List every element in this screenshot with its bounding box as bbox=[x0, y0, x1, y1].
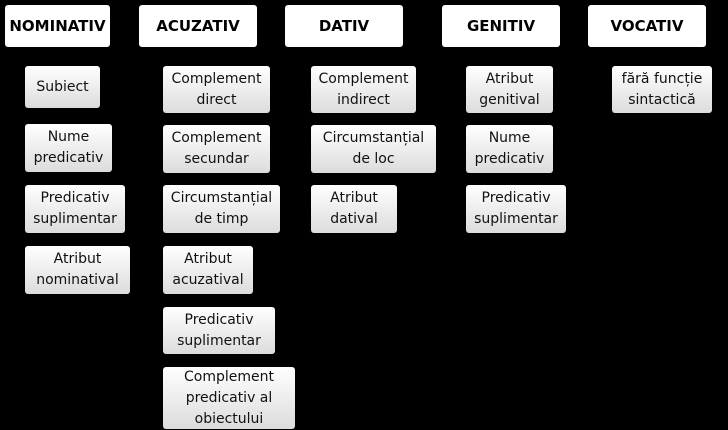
acuzativ-item: Complement predicativ al obiectului bbox=[163, 367, 295, 429]
dativ-item: Atribut datival bbox=[311, 185, 397, 233]
acuzativ-item: Complement secundar bbox=[163, 125, 270, 173]
nominativ-item: Predicativ suplimentar bbox=[25, 185, 125, 233]
header-acuzativ: ACUZATIV bbox=[139, 5, 257, 47]
header-vocativ: VOCATIV bbox=[588, 5, 706, 47]
header-nominativ: NOMINATIV bbox=[5, 5, 110, 47]
acuzativ-item: Atribut acuzatival bbox=[163, 246, 253, 294]
nominativ-item: Nume predicativ bbox=[25, 124, 112, 172]
vocativ-item: fără funcție sintactică bbox=[612, 66, 712, 113]
acuzativ-item: Predicativ suplimentar bbox=[163, 307, 275, 354]
header-dativ: DATIV bbox=[285, 5, 403, 47]
nominativ-item: Subiect bbox=[25, 66, 100, 108]
dativ-item: Circumstanțial de loc bbox=[311, 125, 436, 173]
acuzativ-item: Complement direct bbox=[163, 66, 270, 113]
header-genitiv: GENITIV bbox=[442, 5, 560, 47]
genitiv-item: Atribut genitival bbox=[466, 66, 553, 113]
genitiv-item: Nume predicativ bbox=[466, 125, 553, 173]
acuzativ-item: Circumstanțial de timp bbox=[163, 185, 280, 233]
dativ-item: Complement indirect bbox=[311, 66, 416, 113]
genitiv-item: Predicativ suplimentar bbox=[466, 185, 566, 233]
nominativ-item: Atribut nominatival bbox=[25, 246, 130, 294]
